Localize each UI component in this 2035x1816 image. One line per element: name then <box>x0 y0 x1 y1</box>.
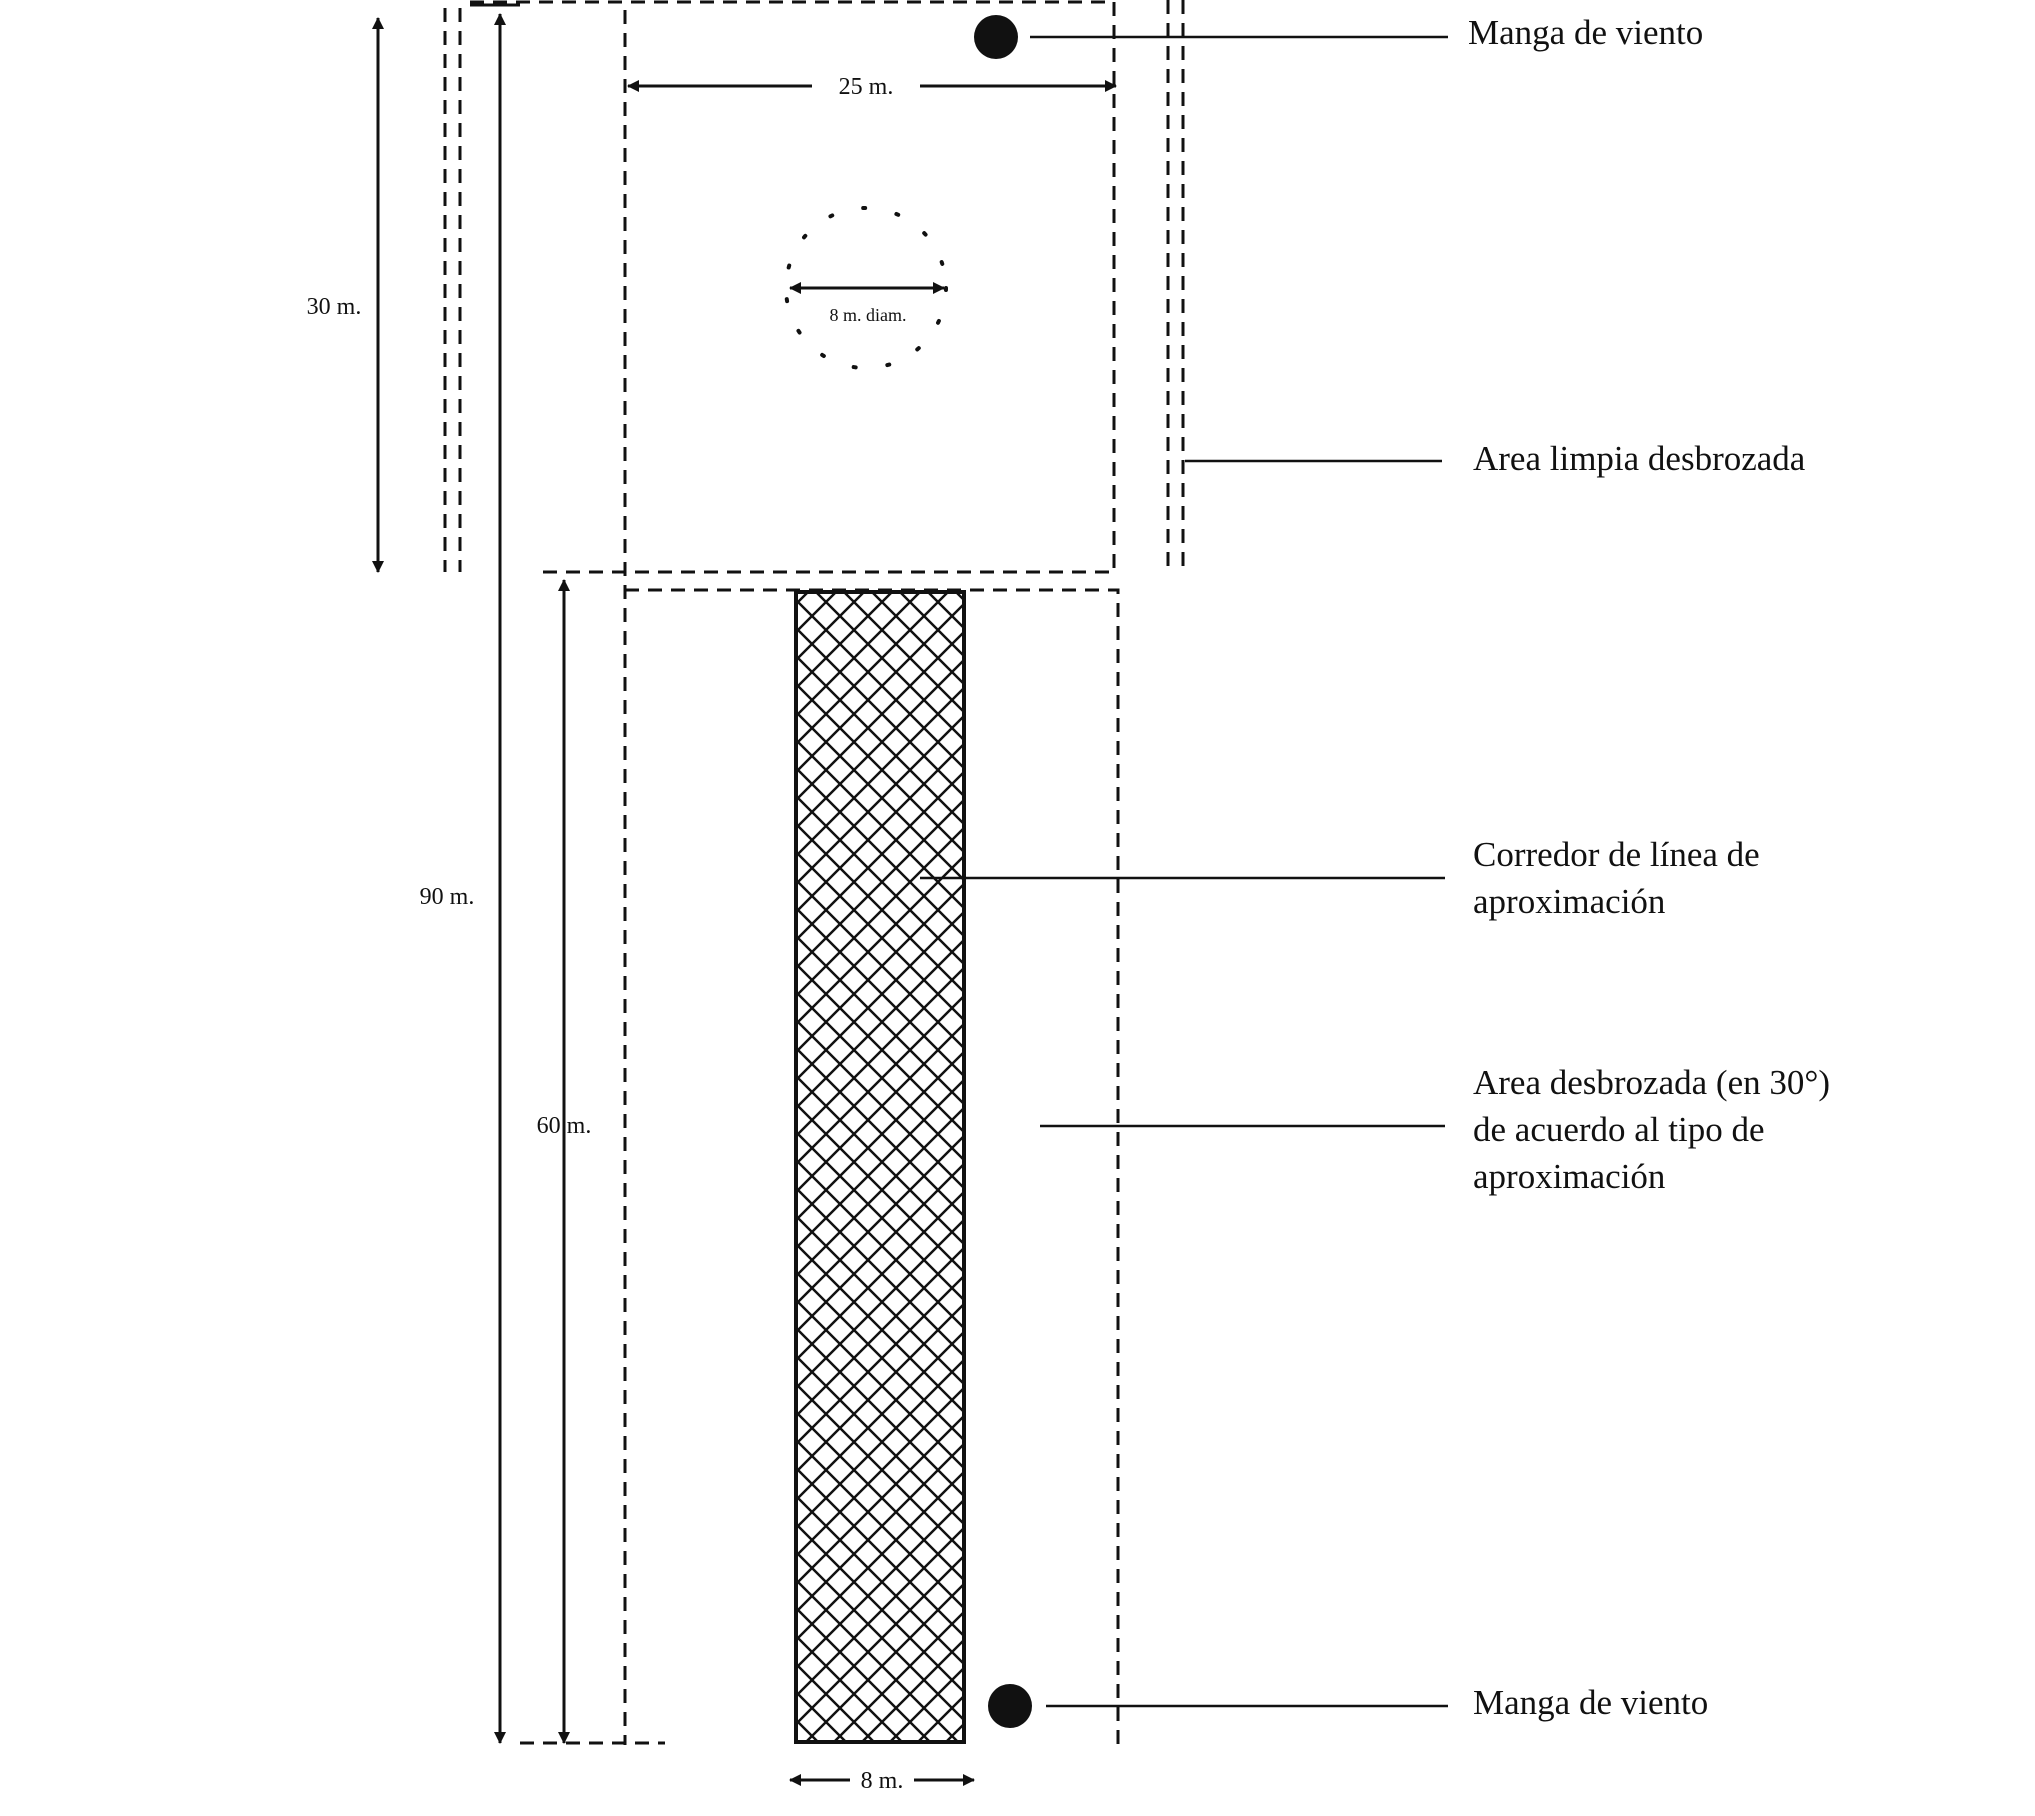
callout-cleared-line1: Area desbrozada (en 30°) <box>1473 1063 1830 1102</box>
dim-30-label: 30 m. <box>307 294 362 320</box>
callout-corridor-line1: Corredor de línea de <box>1473 835 1760 874</box>
dim-25-label: 25 m. <box>839 74 894 100</box>
clean-area-outline <box>470 0 1116 574</box>
dim-8-label: 8 m. <box>861 1768 904 1794</box>
approach-area-outline <box>625 588 1120 1745</box>
dim-60-label: 60 m. <box>537 1113 592 1139</box>
windsock-bottom-marker <box>988 1684 1032 1728</box>
callout-cleared-line2: de acuerdo al tipo de <box>1473 1110 1765 1149</box>
dim-90-label: 90 m. <box>420 884 475 910</box>
windsock-top-marker <box>974 15 1018 59</box>
circle-diameter-label: 8 m. diam. <box>830 305 907 325</box>
callout-windsock-top: Manga de viento <box>1468 13 1703 52</box>
callout-clean-area: Area limpia desbrozada <box>1473 439 1806 478</box>
callout-cleared-line3: aproximación <box>1473 1157 1665 1196</box>
callout-windsock-bottom: Manga de viento <box>1473 1683 1708 1722</box>
approach-corridor-hatch <box>794 590 966 1744</box>
callout-corridor-line2: aproximación <box>1473 882 1665 921</box>
touchdown-circle <box>784 206 948 370</box>
